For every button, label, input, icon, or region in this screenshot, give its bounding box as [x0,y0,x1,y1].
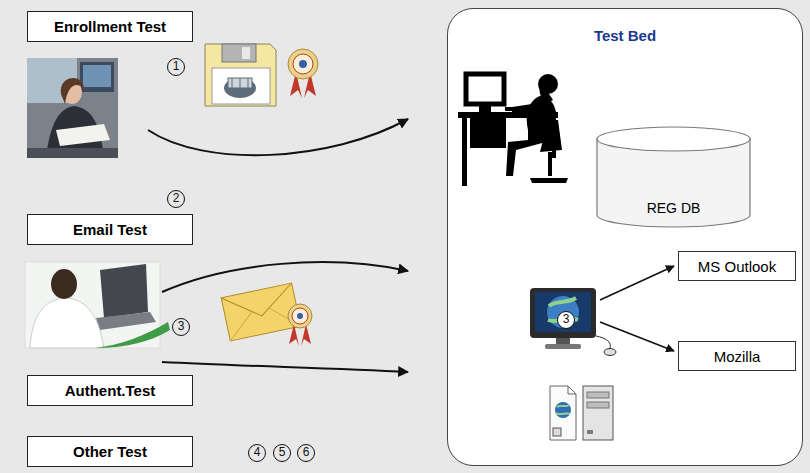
web-page-document-icon [555,402,571,418]
web-client-monitor [604,349,616,356]
server-icon [587,430,593,434]
enrollment-arrow [148,119,408,155]
operator-at-computer-silhouette [479,106,491,112]
node-label: Other Test [73,443,147,460]
test-label-box: Email Test [27,214,193,245]
operator-at-computer-silhouette [548,152,552,176]
enrollment-user-photo [27,58,118,158]
floppy-disk-icon [224,78,256,98]
email-user-photo [96,312,156,330]
node-label: Mozilla [714,348,761,365]
certificate-badge [288,49,318,79]
web-page-document-icon [550,386,576,440]
enrollment-user-photo [80,62,114,92]
authentication-arrow [162,362,408,372]
callout-number: 5 [273,444,291,462]
callout-number: 4 [248,444,266,462]
callout-number: 6 [297,444,315,462]
enrollment-user-photo [61,78,84,104]
node-label: REG DB [647,200,701,216]
database-top [597,127,750,151]
callout-number: 3 [557,311,575,329]
web-client-monitor [556,338,570,344]
callout-number: 1 [167,58,185,76]
certificate-badge [292,308,308,324]
floppy-disk-icon [248,78,249,88]
floppy-disk-icon [205,44,276,106]
client-arrow [600,266,674,300]
client-box: Mozilla [678,341,796,371]
certificate-badge [297,313,303,319]
email-user-photo [30,298,104,348]
certificate-badge [288,49,318,98]
enrollment-user-photo [83,65,111,87]
enrollment-user-photo [27,58,118,158]
node-label: Enrollment Test [54,18,166,35]
enrollment-user-photo [56,124,110,146]
operator-at-computer-silhouette [530,178,568,183]
node-label: Authent.Test [65,382,156,399]
email-user-photo [100,264,148,318]
node-label: MS Outlook [698,258,776,275]
web-page-document-icon [553,428,561,436]
certificate-badge [288,304,312,328]
floppy-disk-icon [242,47,250,59]
web-client-monitor [535,292,591,332]
floppy-disk-icon [240,78,241,88]
web-client-monitor [596,336,610,348]
server-icon [587,392,609,398]
floppy-disk-icon [232,78,233,88]
email-user-photo [95,322,170,348]
database-cylinder: REG DB [596,126,751,228]
floppy-disk-icon [222,44,256,62]
test-label-box: Other Test [27,436,193,467]
server-icon [583,386,613,440]
operator-at-computer-silhouette [462,118,467,186]
client-arrow [600,322,674,351]
operator-at-computer-silhouette [458,74,568,186]
email-user-photo [51,269,77,299]
enrollment-user-photo [27,148,118,158]
operator-at-computer-silhouette [470,118,506,148]
email-user-photo [25,262,160,348]
web-client-monitor [530,288,596,338]
test-label-box: Authent.Test [27,375,193,406]
test-bed-ground [448,9,803,466]
operator-at-computer-silhouette [512,104,534,114]
callout-number: 2 [167,190,185,208]
client-box: MS Outlook [678,251,796,281]
test-bed-panel: Test BedREG DB MS OutlookMozilla [447,8,803,466]
certificate-badge [288,304,312,346]
email-user-photo [25,262,170,348]
operator-at-computer-silhouette [466,74,504,104]
test-label-box: Enrollment Test [27,11,193,42]
floppy-disk-icon [205,44,276,106]
server-icon [587,402,609,408]
node-label: Email Test [73,221,147,238]
server-icon [583,386,613,440]
certificate-badge [293,54,313,74]
web-page-document-icon [550,386,576,440]
web-client-monitor [547,296,579,328]
floppy-disk-icon [228,78,252,88]
callout-number: 3 [172,318,190,336]
panel-title: Test Bed [594,27,656,44]
web-page-document-icon [556,405,570,414]
certificate-badge [299,60,307,68]
floppy-disk-icon [212,68,270,104]
web-page-document-icon [568,386,576,394]
email-arrow [162,262,408,292]
operator-at-computer-silhouette [540,120,562,152]
web-client-monitor [545,344,581,349]
